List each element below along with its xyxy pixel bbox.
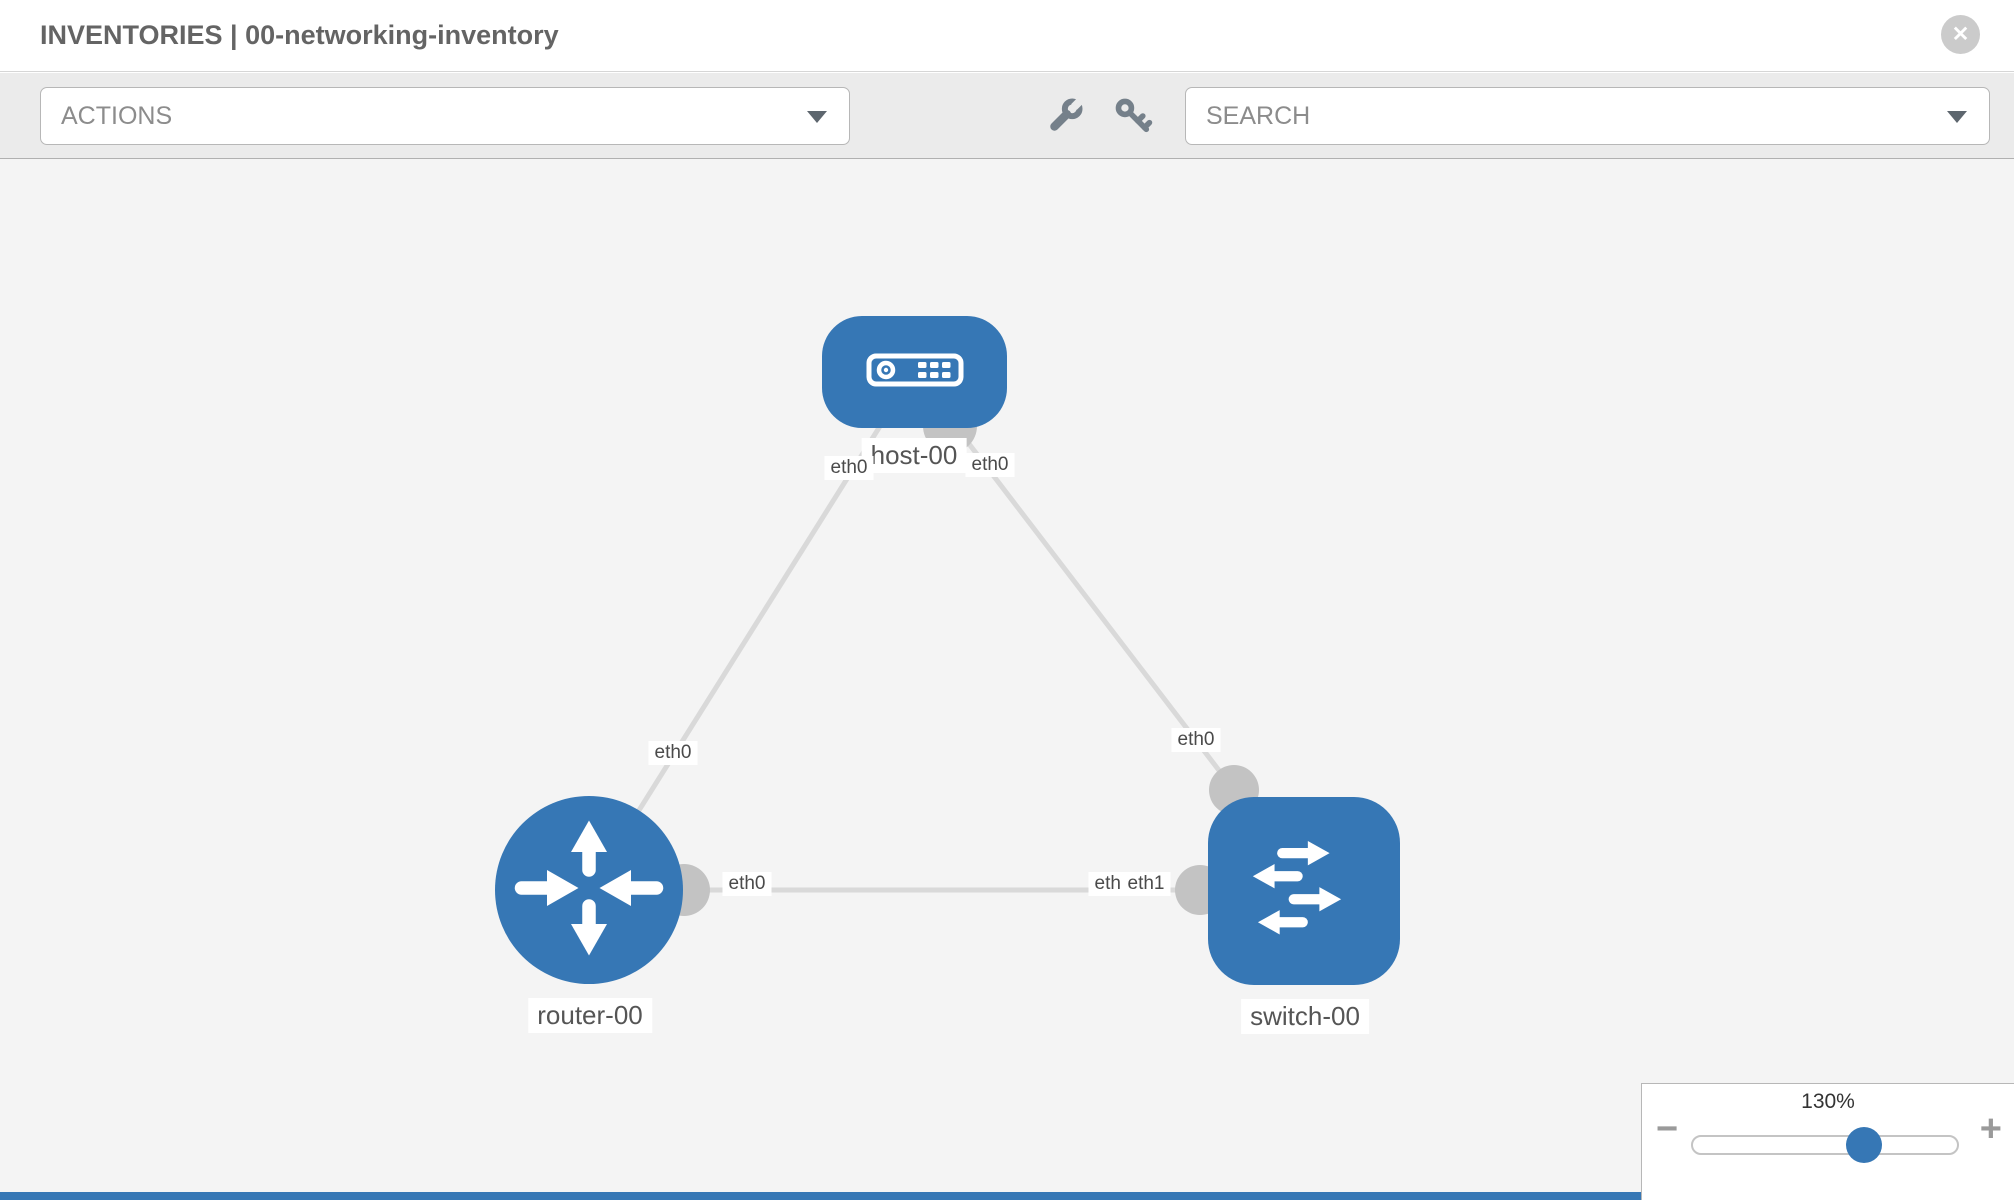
zoom-in-button[interactable]: + (1979, 1108, 2002, 1150)
bottom-panel-edge (0, 1192, 1641, 1200)
host-icon (866, 353, 964, 392)
page-title: INVENTORIES | 00-networking-inventory (40, 20, 559, 50)
zoom-level-value: 130% (1801, 1090, 1855, 1113)
interface-label-router-eth0: eth0 (722, 872, 772, 896)
node-label-router: router-00 (528, 998, 652, 1033)
search-dropdown[interactable]: SEARCH (1185, 87, 1990, 145)
node-switch-00[interactable] (1208, 797, 1400, 985)
zoom-slider-track[interactable] (1691, 1135, 1959, 1155)
search-dropdown-label: SEARCH (1206, 102, 1311, 130)
interface-label-switch-eth0-uplink: eth0 (1171, 728, 1221, 752)
links-layer (586, 370, 1259, 916)
interface-label-switch-eth1: eth1 (1121, 872, 1171, 896)
node-label-host: host-00 (861, 438, 967, 473)
interface-label-host-eth0-left: eth0 (824, 456, 874, 480)
zoom-panel: 130% − + (1641, 1083, 2014, 1200)
interface-label-router-eth0-uplink: eth0 (648, 741, 698, 765)
topology-canvas[interactable]: host-00 router-00 switch-00 eth0 eth0 et… (0, 159, 2014, 1200)
caret-down-icon (1947, 111, 1967, 123)
actions-dropdown-label: ACTIONS (61, 102, 173, 130)
toolbar: ACTIONS SEARCH (0, 73, 2014, 159)
interface-label-host-eth0-right: eth0 (965, 453, 1015, 477)
actions-dropdown[interactable]: ACTIONS (40, 87, 850, 145)
zoom-out-button[interactable]: − (1656, 1108, 1679, 1150)
close-icon[interactable]: ✕ (1941, 15, 1980, 54)
caret-down-icon (807, 111, 827, 123)
node-label-switch: switch-00 (1241, 999, 1369, 1034)
key-icon[interactable] (1112, 95, 1154, 142)
header-bar: INVENTORIES | 00-networking-inventory ✕ (0, 0, 2014, 72)
zoom-slider-thumb[interactable] (1846, 1127, 1882, 1163)
node-host-00[interactable] (822, 316, 1007, 428)
router-icon (514, 813, 664, 968)
wrench-icon[interactable] (1044, 95, 1086, 142)
node-router-00[interactable] (495, 796, 683, 984)
switch-icon (1238, 825, 1370, 958)
